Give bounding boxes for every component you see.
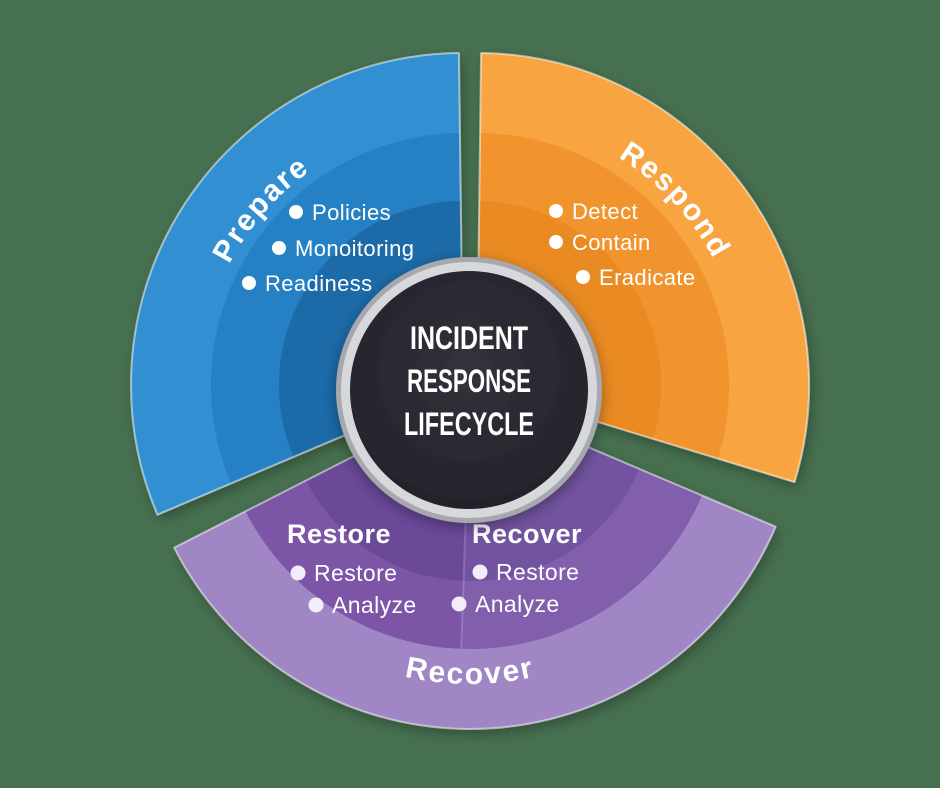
respond-item: Contain xyxy=(572,230,651,255)
restore-subsection-title: Restore xyxy=(287,519,391,549)
prepare-item: Readiness xyxy=(265,271,373,296)
segment-respond-inner-band xyxy=(478,201,662,439)
bullet-dot xyxy=(549,204,563,218)
restore-subsection-item: Restore xyxy=(314,560,397,586)
recover-subsection-item: Analyze xyxy=(475,591,560,617)
recover-subsections: Restore Restore Analyze Recover Restore … xyxy=(287,519,582,618)
segment-respond-outer-band xyxy=(480,53,810,483)
segment-prepare-outer-band xyxy=(131,53,460,515)
bullet-dot xyxy=(272,241,286,255)
bullet-dot xyxy=(289,205,303,219)
respond-items: Detect Contain Eradicate xyxy=(549,199,696,290)
bullet-dot xyxy=(549,235,563,249)
bullet-dot xyxy=(472,564,488,580)
segment-prepare xyxy=(130,52,463,516)
restore-subsection-item: Analyze xyxy=(332,592,417,618)
recover-subsection-title: Recover xyxy=(472,519,582,549)
wedge-layer xyxy=(130,52,810,730)
center-title-line-1: INCIDENT xyxy=(410,320,528,356)
prepare-item: Monoitoring xyxy=(295,236,414,261)
segment-recover-outer-band xyxy=(174,495,776,729)
bullet-dot xyxy=(451,596,467,612)
recover-subsection-item: Restore xyxy=(496,559,579,585)
center-hub-disc xyxy=(350,271,588,509)
center-title-line-3: LIFECYCLE xyxy=(404,406,534,442)
bullet-dot xyxy=(308,597,324,613)
bullet-dot xyxy=(242,276,256,290)
center-title-line-2: RESPONSE xyxy=(407,363,531,399)
segment-recover-divider xyxy=(460,518,467,649)
prepare-item: Policies xyxy=(312,200,391,225)
respond-item: Eradicate xyxy=(599,265,696,290)
segment-recover xyxy=(173,443,777,730)
center-hub: INCIDENT RESPONSE LIFECYCLE xyxy=(336,257,602,523)
prepare-items: Policies Monoitoring Readiness xyxy=(242,200,414,296)
bullet-dot xyxy=(290,565,306,581)
segment-respond-body xyxy=(478,53,810,483)
segment-prepare-inner-band xyxy=(278,201,462,457)
segment-recover-right-half-tint xyxy=(461,444,702,649)
bullet-dot xyxy=(576,270,590,284)
segment-respond xyxy=(477,52,810,484)
respond-item: Detect xyxy=(572,199,638,224)
